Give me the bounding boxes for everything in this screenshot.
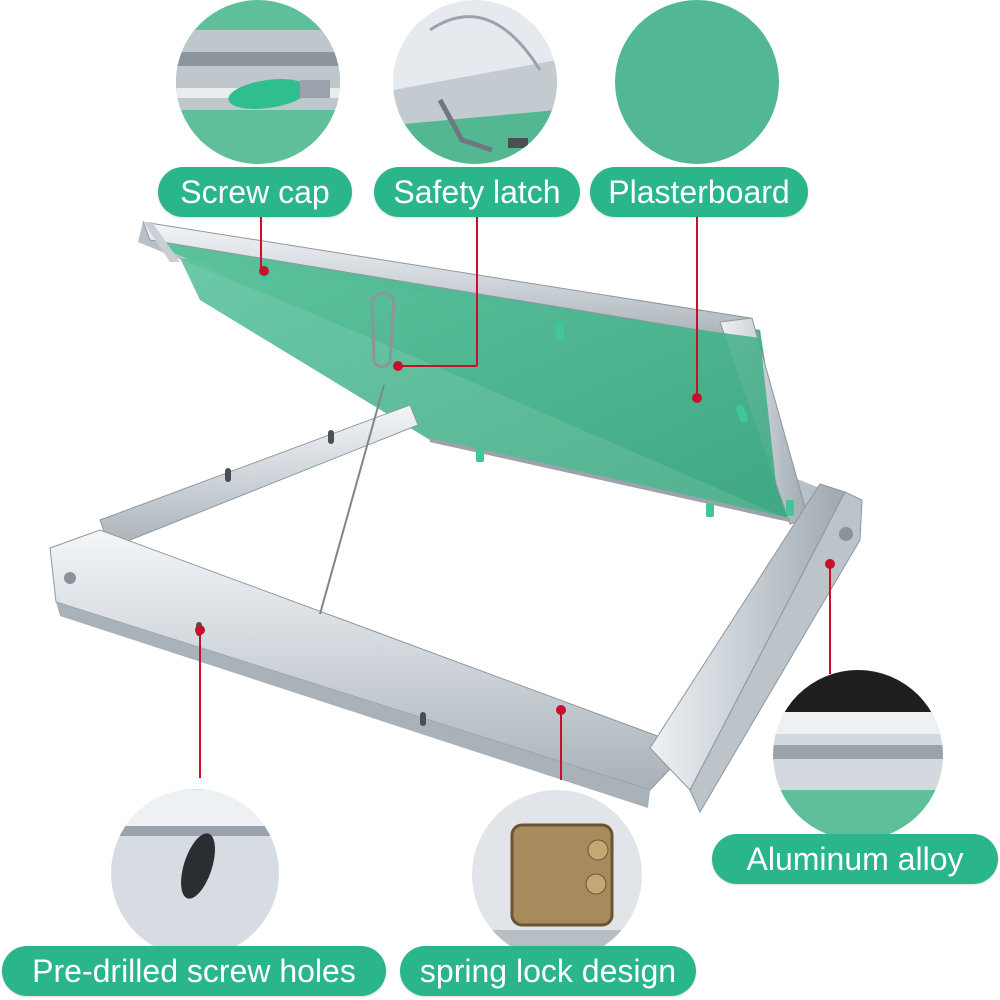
detail-spring-lock bbox=[472, 790, 642, 960]
callout-aluminum-alloy-text: Aluminum alloy bbox=[746, 841, 964, 877]
callout-pre-drilled-holes-text: Pre-drilled screw holes bbox=[32, 953, 356, 989]
callout-pre-drilled-holes: Pre-drilled screw holes bbox=[2, 946, 386, 996]
detail-screw-cap bbox=[176, 0, 340, 164]
base-frame bbox=[49, 291, 863, 814]
open-lid bbox=[138, 221, 830, 525]
callout-safety-latch: Safety latch bbox=[374, 167, 580, 217]
leader-lines bbox=[195, 217, 835, 780]
callout-spring-lock: spring lock design bbox=[400, 946, 696, 996]
callout-safety-latch-text: Safety latch bbox=[393, 174, 561, 210]
callout-plasterboard-text: Plasterboard bbox=[608, 174, 790, 210]
callout-aluminum-alloy: Aluminum alloy bbox=[712, 834, 998, 884]
detail-plasterboard bbox=[615, 0, 779, 164]
detail-screw-holes bbox=[111, 789, 279, 957]
callout-screw-cap: Screw cap bbox=[158, 167, 352, 217]
callout-spring-lock-text: spring lock design bbox=[419, 953, 677, 989]
detail-safety-latch bbox=[393, 0, 557, 164]
callout-plasterboard: Plasterboard bbox=[590, 167, 808, 217]
detail-aluminum-alloy bbox=[773, 670, 943, 840]
callout-screw-cap-text: Screw cap bbox=[180, 174, 330, 210]
